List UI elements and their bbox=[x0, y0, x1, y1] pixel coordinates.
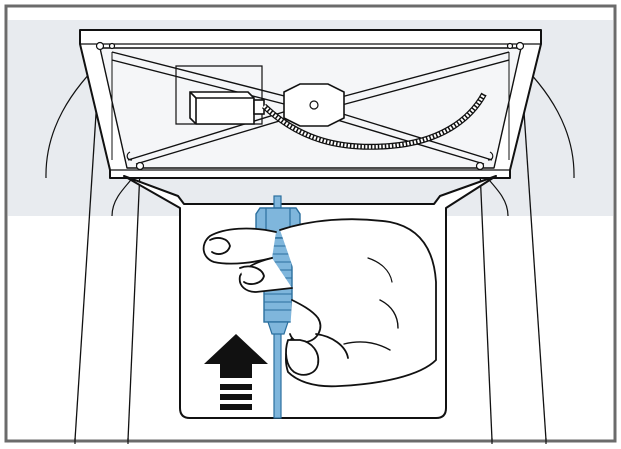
support-box bbox=[175, 65, 263, 125]
suspension-lines bbox=[74, 51, 547, 441]
flexible-cable-core bbox=[262, 93, 486, 149]
thumb bbox=[285, 339, 320, 376]
fixing-holes bbox=[95, 41, 525, 171]
hand-icon bbox=[202, 218, 437, 388]
up-arrow-icon bbox=[204, 334, 268, 410]
center-hub-hole bbox=[309, 100, 319, 110]
frame-border bbox=[4, 4, 617, 443]
small-hooks bbox=[126, 151, 494, 161]
junction-box bbox=[189, 91, 265, 125]
bottom-ticks bbox=[74, 438, 547, 444]
